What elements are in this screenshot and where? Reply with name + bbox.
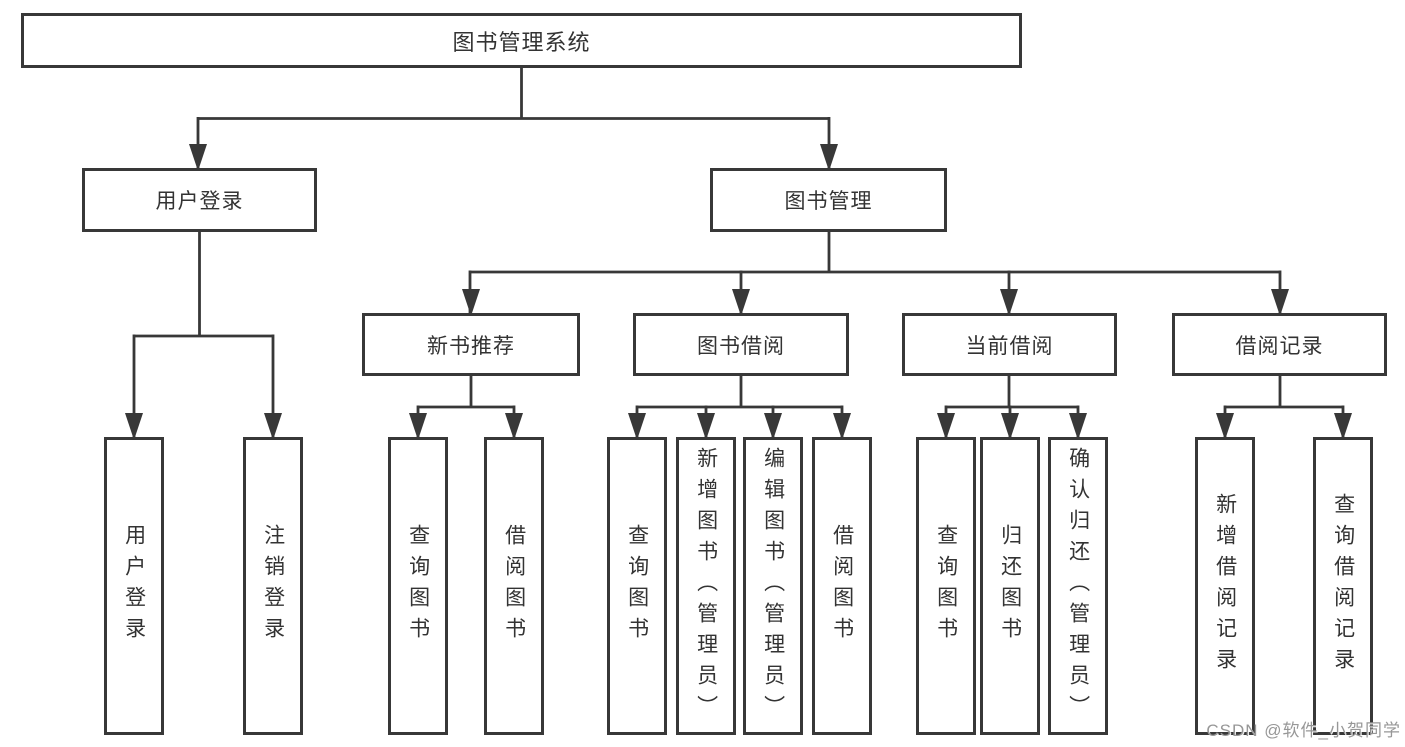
leaf-logout: 注销登录 [243,437,303,735]
leaf-label: 查询图书 [934,524,958,648]
leaf-label: 查询图书 [625,524,649,648]
node-label: 图书管理 [784,190,873,213]
leaf-label: 确认归还（管理员） [1066,446,1090,726]
leaf-label: 归还图书 [998,524,1022,648]
leaf-label: 查询图书 [406,524,430,648]
leaf-query-borrow-record: 查询借阅记录 [1313,437,1373,735]
node-book-borrow: 图书借阅 [633,313,849,376]
node-current-borrow: 当前借阅 [902,313,1117,376]
node-label: 图书管理系统 [452,29,591,55]
node-label: 图书借阅 [697,334,785,358]
leaf-query-books-borrow: 查询图书 [607,437,667,735]
leaf-query-books-newrec: 查询图书 [388,437,448,735]
node-label: 借阅记录 [1235,334,1324,358]
node-new-book-recommend: 新书推荐 [362,313,580,376]
node-borrow-records: 借阅记录 [1172,313,1387,376]
leaf-edit-books-admin: 编辑图书（管理员） [743,437,803,735]
leaf-label: 新增图书（管理员） [694,446,718,726]
node-book-management: 图书管理 [710,168,947,232]
node-label: 当前借阅 [965,334,1054,358]
leaf-confirm-return-admin: 确认归还（管理员） [1048,437,1108,735]
leaf-add-borrow-record: 新增借阅记录 [1195,437,1255,735]
csdn-watermark: CSDN @软件_小贺同学 [1206,721,1401,740]
node-label: 新书推荐 [427,334,515,358]
leaf-query-books-current: 查询图书 [916,437,976,735]
leaf-label: 编辑图书（管理员） [761,446,785,726]
node-user-login: 用户登录 [82,168,317,232]
leaf-label: 用户登录 [122,524,146,648]
leaf-borrow-books-newrec: 借阅图书 [484,437,544,735]
leaf-label: 查询借阅记录 [1331,493,1355,679]
node-label: 用户登录 [155,190,244,213]
leaf-label: 借阅图书 [830,524,854,648]
leaf-label: 借阅图书 [502,524,526,648]
leaf-label: 新增借阅记录 [1213,493,1237,679]
leaf-label: 注销登录 [261,524,285,648]
leaf-return-books: 归还图书 [980,437,1040,735]
node-system-root: 图书管理系统 [21,13,1022,68]
leaf-borrow-books: 借阅图书 [812,437,872,735]
leaf-user-login: 用户登录 [104,437,164,735]
leaf-add-books-admin: 新增图书（管理员） [676,437,736,735]
